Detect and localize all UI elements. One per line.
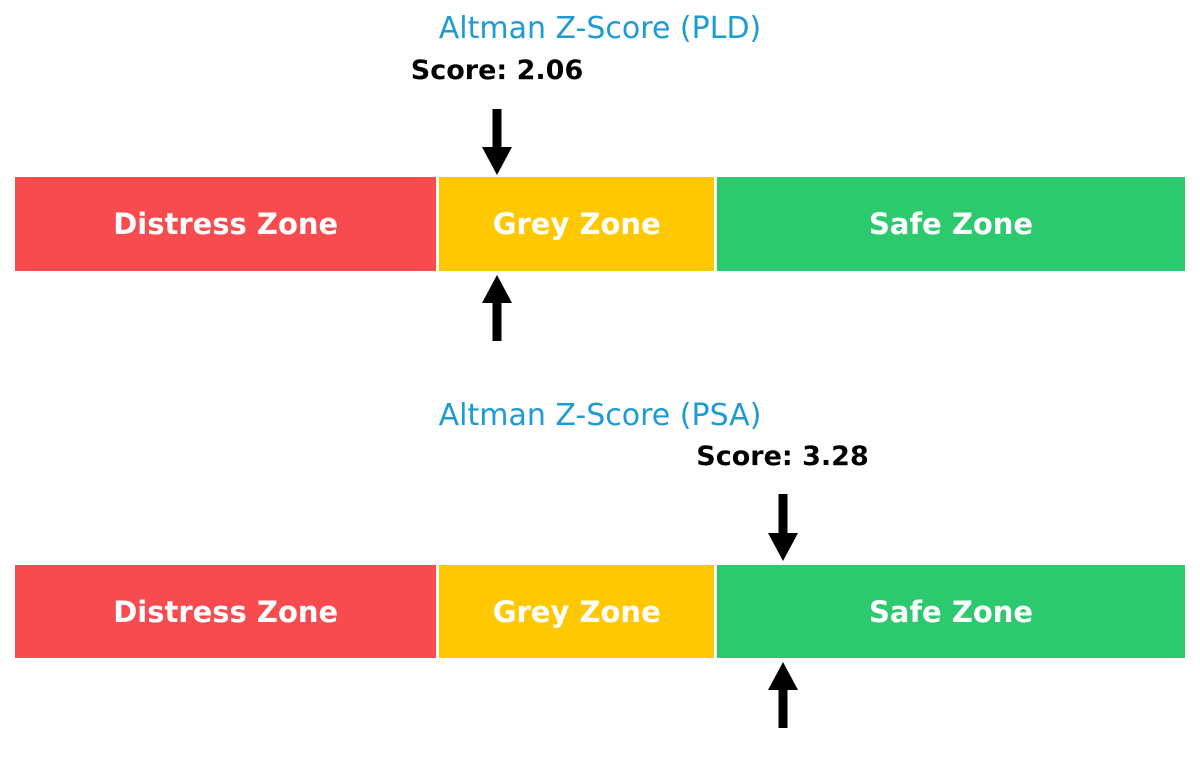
zone-distress: Distress Zone [15, 565, 437, 658]
zone-label: Distress Zone [113, 207, 339, 241]
chart-title: Altman Z-Score (PLD) [438, 11, 762, 46]
zone-label: Distress Zone [113, 594, 339, 629]
zone-safe: Safe Zone [717, 177, 1185, 271]
score-arrow-down-icon [766, 494, 800, 561]
zone-grey: Grey Zone [439, 177, 715, 271]
zone-label: Grey Zone [492, 207, 661, 241]
score-arrow-up-icon [766, 661, 800, 728]
zone-label: Safe Zone [868, 207, 1034, 241]
zone-bar: Distress Zone Grey Zone Safe Zone [15, 177, 1185, 271]
score-label: Score: 3.28 [696, 441, 869, 472]
zone-bar: Distress Zone Grey Zone Safe Zone [15, 565, 1185, 658]
zone-distress: Distress Zone [15, 177, 437, 271]
zone-label: Grey Zone [492, 594, 661, 629]
zone-safe: Safe Zone [717, 565, 1185, 658]
score-label: Score: 2.06 [410, 55, 584, 86]
zone-label: Safe Zone [868, 594, 1034, 629]
score-arrow-up-icon [480, 274, 514, 341]
zone-grey: Grey Zone [439, 565, 715, 658]
score-arrow-down-icon [480, 109, 514, 175]
chart-title: Altman Z-Score (PSA) [438, 398, 762, 433]
